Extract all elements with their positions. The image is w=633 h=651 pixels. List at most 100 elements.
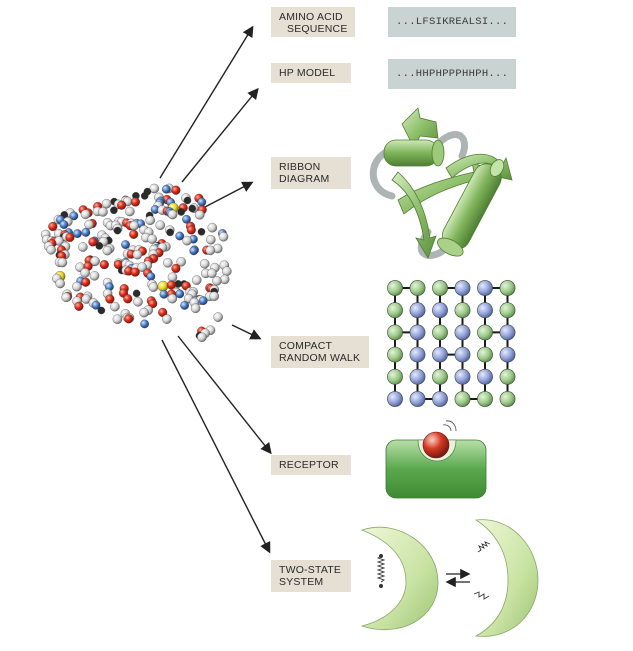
arrow-to-random-walk — [231, 324, 262, 340]
protein-atom — [147, 234, 157, 244]
label-line: RECEPTOR — [279, 459, 339, 471]
protein-atom — [207, 268, 217, 279]
protein-atom — [81, 294, 91, 304]
protein-atom — [198, 296, 208, 306]
protein-atom — [97, 306, 106, 315]
arrow-to-receptor — [177, 335, 272, 455]
lattice-bead — [454, 302, 471, 319]
lattice-bead — [409, 391, 426, 407]
protein-atom — [186, 225, 196, 235]
protein-atom — [121, 240, 130, 249]
lattice-bead — [477, 368, 493, 385]
protein-atom — [218, 231, 229, 242]
label-line: COMPACT — [279, 340, 333, 352]
protein-atom — [91, 300, 101, 310]
space-filling-protein-model — [40, 183, 232, 342]
label-line: SYSTEM — [279, 576, 324, 588]
protein-atom — [197, 228, 206, 236]
lattice-bead — [499, 324, 516, 341]
label-line: DIAGRAM — [279, 173, 330, 185]
protein-atom — [167, 209, 178, 220]
lattice-bead — [499, 391, 516, 407]
lattice-bead — [477, 324, 493, 341]
protein-atom — [84, 219, 94, 230]
lattice-bead — [454, 391, 471, 407]
protein-atom — [74, 301, 84, 311]
protein-atom — [183, 196, 192, 205]
label-line: RIBBON — [279, 161, 321, 173]
lattice-bead — [477, 280, 493, 296]
lattice-bead — [432, 346, 448, 363]
lattice-bead — [409, 280, 426, 296]
protein-atom — [69, 211, 79, 221]
protein-atom — [167, 272, 178, 282]
protein-atom — [110, 301, 120, 312]
protein-atom — [101, 198, 112, 209]
protein-atom — [197, 332, 207, 342]
protein-atom — [162, 314, 172, 324]
protein-atom — [133, 297, 143, 307]
protein-atom — [59, 220, 69, 229]
protein-atom — [190, 303, 201, 314]
lattice-bead — [409, 302, 426, 319]
protein-atom — [145, 215, 155, 226]
lattice-bead — [432, 280, 448, 296]
label-line: AMINO ACID — [279, 11, 343, 23]
protein-atom — [182, 214, 191, 224]
hp-sequence-box: ...HHPHPPPHHPH... — [388, 59, 516, 89]
protein-atom — [102, 245, 113, 256]
arrow-to-ribbon — [204, 181, 254, 208]
label-compact-random-walk: COMPACT RANDOM WALK — [271, 336, 369, 368]
two-state-graphic — [360, 519, 539, 637]
protein-atom — [80, 209, 91, 220]
protein-atom — [129, 229, 139, 239]
protein-atom — [157, 280, 169, 292]
lattice-bead — [477, 302, 493, 319]
arrow-to-amino-acid — [159, 25, 254, 179]
protein-atom — [167, 293, 178, 304]
protein-atom — [148, 299, 158, 309]
protein-atom — [161, 184, 171, 194]
protein-atom — [117, 200, 127, 210]
protein-atom — [125, 206, 135, 217]
label-line: TWO-STATE — [279, 564, 342, 576]
protein-atom — [98, 207, 108, 217]
lattice-bead — [409, 324, 426, 341]
ligand-sphere — [422, 431, 450, 459]
lattice-bead — [387, 346, 403, 363]
protein-atom — [149, 183, 160, 194]
protein-atom — [176, 257, 186, 267]
lattice-bead — [387, 280, 403, 296]
protein-atom — [205, 245, 216, 256]
protein-atom — [137, 262, 147, 272]
protein-atom — [163, 258, 173, 268]
lattice-bead — [477, 346, 493, 363]
protein-atom — [188, 204, 196, 213]
lattice-bead — [409, 346, 426, 363]
protein-atom — [222, 266, 232, 276]
protein-atom — [46, 245, 56, 255]
protein-atom — [105, 294, 115, 304]
protein-atom — [212, 276, 222, 286]
protein-atom — [148, 282, 159, 292]
lattice-bead — [409, 368, 426, 385]
lattice-bead — [387, 324, 403, 341]
lattice-bead — [387, 302, 403, 319]
lattice-bead — [387, 368, 403, 385]
receptor-graphic — [385, 420, 487, 499]
protein-atom — [199, 259, 210, 269]
protein-atom — [132, 289, 141, 298]
lattice-bead — [454, 324, 471, 341]
lattice-bead — [454, 368, 471, 385]
protein-atom — [189, 246, 199, 256]
protein-atom — [89, 271, 100, 281]
protein-atom — [55, 278, 65, 289]
protein-atom — [90, 256, 100, 266]
lattice-bead — [477, 391, 493, 407]
protein-atom — [81, 277, 91, 287]
protein-atom — [191, 275, 202, 285]
protein-atom — [219, 274, 230, 285]
protein-atom — [175, 231, 185, 241]
lattice-bead — [499, 280, 516, 296]
